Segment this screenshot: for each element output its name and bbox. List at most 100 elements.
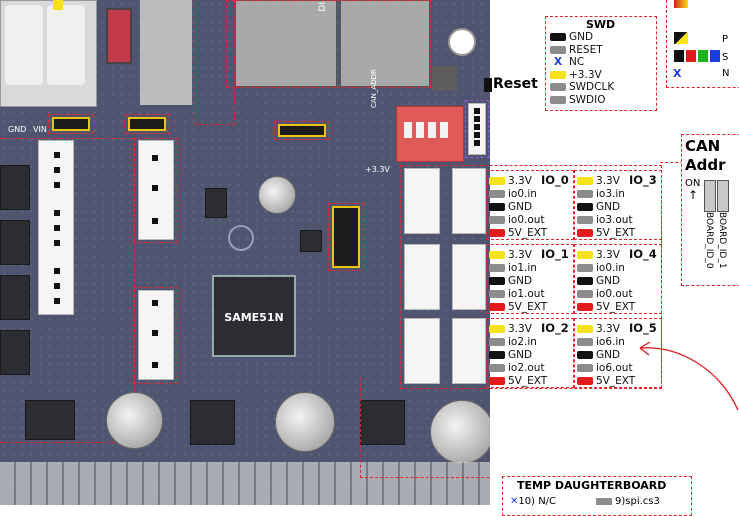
header-2x5: [332, 206, 360, 268]
header-3: [278, 124, 326, 137]
annotation-arrowhead-icon: [639, 341, 651, 356]
swd-legend: SWD: [545, 16, 657, 111]
io-row: io0.in: [489, 188, 537, 200]
io-row: 5V_EXT: [577, 375, 635, 387]
temp-left: ✕10) N/C: [510, 496, 557, 507]
partial-legend: [666, 0, 739, 88]
can-on-arrow-icon: ↑: [688, 188, 699, 202]
red-fuse: [106, 8, 132, 64]
io-box-title: IO_5: [629, 321, 657, 335]
capacitor-2: [106, 392, 163, 449]
can-addr-silk: CAN_ADDR: [370, 69, 378, 108]
header-vin-outline: [48, 114, 94, 134]
io-row-label: 3.3V: [508, 323, 532, 335]
io-swatch: [489, 216, 505, 224]
small-ic: [432, 66, 457, 91]
io-swatch: [489, 190, 505, 198]
io-row-label: GND: [508, 201, 533, 213]
io-row-label: io1.in: [508, 262, 537, 274]
io3-connector: [452, 168, 486, 234]
left-chip-2: [0, 220, 30, 265]
io-row-label: io3.out: [596, 214, 633, 226]
swd-row: RESET: [550, 44, 603, 56]
mcu-label: SAME51N: [224, 311, 284, 324]
io-box-title: IO_3: [629, 173, 657, 187]
header-2: [128, 117, 166, 131]
io-row: io3.out: [577, 214, 633, 226]
temp-outline-left: [360, 378, 490, 478]
bottom-connector-row: [0, 462, 490, 505]
io-row-label: 5V_EXT: [596, 227, 636, 239]
io-row-label: io0.in: [508, 188, 537, 200]
io-row: io0.out: [577, 288, 633, 300]
io-row-label: io2.in: [508, 336, 537, 348]
io-swatch: [577, 190, 593, 198]
io-swatch: [577, 303, 593, 311]
io-row: 3.3V: [577, 249, 620, 261]
io-row-label: io2.out: [508, 362, 545, 374]
partial-swatch-e: [710, 50, 720, 62]
partial-swatch-top: [674, 0, 688, 8]
io-row: io6.out: [577, 362, 633, 374]
header-2-outline: [124, 114, 170, 134]
vin-label: VIN: [33, 125, 47, 134]
io-row-label: GND: [596, 201, 621, 213]
terminal-marker: [53, 0, 63, 10]
io-row-label: 5V_EXT: [508, 301, 548, 313]
io1-connector: [404, 244, 440, 310]
io4-connector: [452, 244, 486, 310]
io-box-title: IO_4: [629, 247, 657, 261]
header-3-outline: [274, 121, 330, 140]
io-row: io1.in: [489, 262, 537, 274]
io-swatch: [577, 290, 593, 298]
io-swatch: [489, 377, 505, 385]
io-row-label: 5V_EXT: [596, 301, 636, 313]
io-swatch: [489, 203, 505, 211]
io-row-label: GND: [508, 349, 533, 361]
io-swatch: [577, 277, 593, 285]
io-swatch: [489, 325, 505, 333]
top-connector-outline: [226, 0, 431, 88]
board-id-0-switch[interactable]: [704, 180, 716, 212]
io-row: 5V_EXT: [577, 227, 635, 239]
io-row: io3.in: [577, 188, 625, 200]
board-id-1-label: BOARD_ID_1: [717, 212, 727, 269]
io-swatch: [577, 203, 593, 211]
mount-ring: [228, 225, 254, 251]
terminal-left: [5, 5, 43, 85]
swd-swatch: [550, 45, 566, 54]
io-swatch: [577, 377, 593, 385]
reset-label: Reset: [493, 76, 538, 92]
temp-right: 9)spi.cs3: [615, 496, 660, 507]
io-row-label: GND: [596, 349, 621, 361]
swd-row: SWDCLK: [550, 81, 614, 93]
board-id-1-switch[interactable]: [717, 180, 729, 212]
io-swatch: [489, 351, 505, 359]
swd-row-label: SWDIO: [569, 93, 606, 106]
io-swatch: [489, 177, 505, 185]
io-row: 3.3V: [489, 249, 532, 261]
io-row-label: io6.in: [596, 336, 625, 348]
io-row: GND: [577, 275, 620, 287]
can-title-2: Addr: [685, 156, 726, 174]
io-row: io2.in: [489, 336, 537, 348]
io-row: GND: [577, 201, 620, 213]
io-box-title: IO_1: [541, 247, 569, 261]
io-row-label: 5V_EXT: [508, 227, 548, 239]
di-label: DI: [318, 2, 328, 12]
io-swatch: [489, 364, 505, 372]
io-box-title: IO_0: [541, 173, 569, 187]
io-swatch: [489, 303, 505, 311]
io2-connector: [404, 318, 440, 384]
io-row: 5V_EXT: [489, 301, 547, 313]
io-row-label: 3.3V: [596, 323, 620, 335]
left-chip-3: [0, 275, 30, 320]
io-swatch: [577, 364, 593, 372]
io-swatch: [489, 338, 505, 346]
io-box: [486, 170, 574, 240]
side-connector: [140, 0, 192, 105]
partial-x: X: [673, 67, 682, 80]
io-row: 3.3V: [489, 175, 532, 187]
io-row-label: io0.in: [596, 262, 625, 274]
